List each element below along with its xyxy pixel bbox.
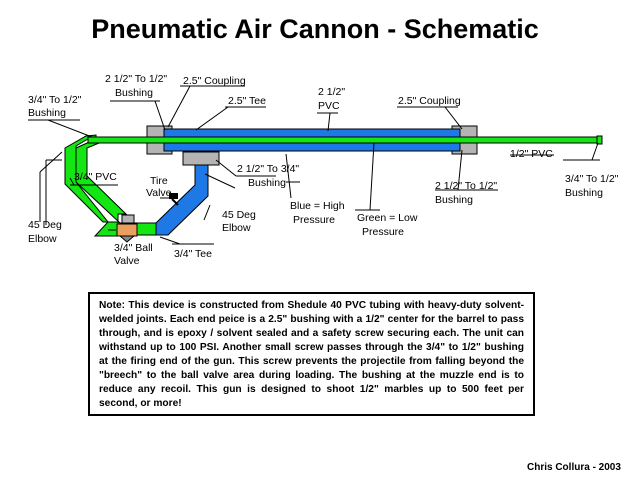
label-bushing-25-34: 2 1/2" To 3/4"Bushing [237,163,299,189]
label-pvc-34: 3/4" PVC [74,171,117,183]
ball-valve-handle [121,214,135,224]
label-coupling-top-left: 2.5" Coupling [183,75,246,87]
barrel [87,136,601,144]
label-bushing-right: 3/4" To 1/2"Bushing [565,173,619,199]
bushing-25-34 [182,151,220,166]
label-bushing-25-right: 2 1/2" To 1/2"Bushing [435,180,497,206]
author-credit: Chris Collura - 2003 [527,462,621,473]
label-tee-25: 2.5" Tee [228,95,266,107]
label-pvc-half: 1/2" PVC [510,148,553,160]
construction-note: Note: This device is constructed from Sh… [88,292,535,416]
tire-valve [169,193,178,199]
hp-pipe [155,164,209,236]
muzzle-bushing [596,135,603,145]
label-tee-34: 3/4" Tee [174,248,212,260]
label-bushing-left: 3/4" To 1/2"Bushing [28,94,82,119]
label-bushing-25: 2 1/2" To 1/2"Bushing [105,73,167,99]
page-title: Pneumatic Air Cannon - Schematic [91,14,539,44]
ball-valve [116,223,138,237]
label-pvc-25: 2 1/2"PVC [318,86,345,112]
label-coupling-top-right: 2.5" Coupling [398,95,461,107]
